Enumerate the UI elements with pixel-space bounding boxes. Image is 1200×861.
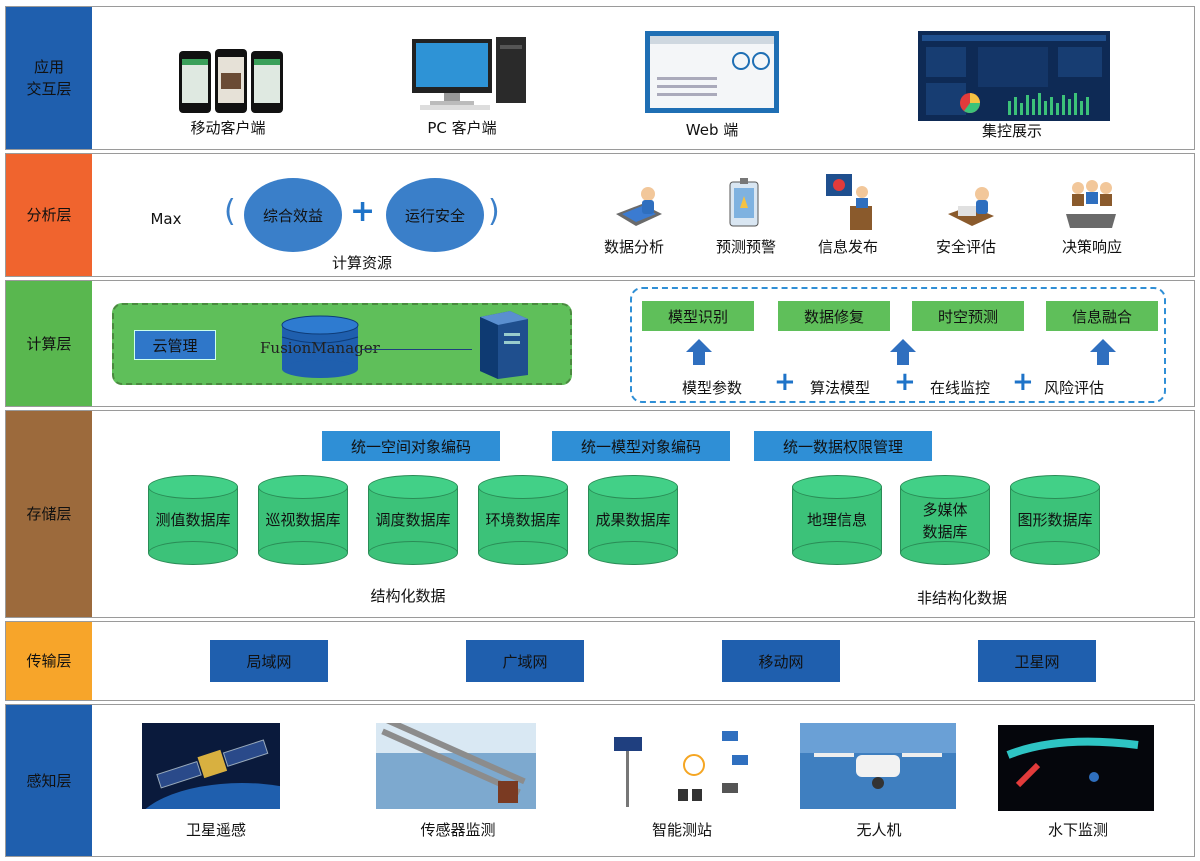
layer-transport: 传输层 局域网 广域网 移动网 卫星网 — [5, 621, 1195, 701]
code-unified-model: 统一模型对象编码 — [552, 431, 730, 461]
analysis-item-decision-response: 决策响应 — [1061, 238, 1123, 256]
arrow-up-icon — [686, 339, 712, 365]
db-inspection: 巡视数据库 — [258, 475, 348, 565]
sensing-item-drone: 无人机 — [856, 821, 902, 839]
left-paren: ( — [224, 194, 236, 229]
code-unified-permission: 统一数据权限管理 — [754, 431, 932, 461]
plus-icon: + — [1012, 367, 1034, 397]
layer-application: 应用 交互层 移动客户端 PC 客户端 Web 端 — [5, 6, 1195, 150]
bubble-operation-safety: 运行安全 — [386, 178, 484, 252]
network-wan: 广域网 — [466, 640, 584, 682]
data-analysis-icon — [616, 187, 662, 226]
input-model-params: 模型参数 — [681, 379, 743, 397]
input-online-monitoring: 在线监控 — [929, 379, 991, 397]
app-item-control-display: 集控展示 — [981, 122, 1043, 140]
analysis-item-data-analysis: 数据分析 — [603, 238, 665, 256]
db-multimedia: 多媒体 数据库 — [900, 475, 990, 565]
forecast-warning-icon — [729, 178, 759, 227]
analysis-item-safety-assessment: 安全评估 — [935, 238, 997, 256]
db-label: 多媒体 数据库 — [922, 501, 968, 541]
decision-response-icon — [1066, 180, 1116, 228]
db-measurement: 测值数据库 — [148, 475, 238, 565]
network-lan: 局域网 — [210, 640, 328, 682]
db-geographic: 地理信息 — [792, 475, 882, 565]
db-results: 成果数据库 — [588, 475, 678, 565]
mobile-phones-icon — [179, 49, 283, 113]
db-label: 环境数据库 — [485, 511, 561, 529]
pc-icon — [412, 37, 526, 110]
connector-line — [362, 349, 472, 350]
cloud-management-box: 云管理 — [134, 330, 216, 360]
network-mobile: 移动网 — [722, 640, 840, 682]
db-graphics: 图形数据库 — [1010, 475, 1100, 565]
layer-label-sensing: 感知层 — [6, 705, 92, 856]
info-release-icon — [826, 174, 872, 230]
layer-sensing: 感知层 卫星遥感 传感器监测 智能测站 无人机 — [5, 704, 1195, 857]
right-paren: ) — [488, 194, 500, 229]
output-spatiotemporal-forecast: 时空预测 — [912, 301, 1024, 331]
control-display-icon — [918, 31, 1110, 121]
layer-analysis: 分析层 Max ( 综合效益 + 运行安全 ) 计算资源 数据分析 预测预警 信… — [5, 153, 1195, 277]
plus-icon: + — [350, 194, 376, 229]
compute-resource-label: 计算资源 — [331, 254, 393, 272]
underwater-image — [998, 725, 1154, 811]
arrow-up-icon — [890, 339, 916, 365]
layer-label-storage: 存储层 — [6, 411, 92, 617]
layer-label-application: 应用 交互层 — [6, 7, 92, 149]
db-label: 巡视数据库 — [265, 511, 341, 529]
sensor-image — [376, 723, 536, 809]
max-label: Max — [150, 210, 182, 228]
database-icon — [281, 315, 359, 378]
sensing-item-smart-station: 智能测站 — [651, 821, 713, 839]
db-label: 调度数据库 — [375, 511, 451, 529]
output-data-repair: 数据修复 — [778, 301, 890, 331]
arrow-up-icon — [1090, 339, 1116, 365]
layer-label-transport: 传输层 — [6, 622, 92, 700]
app-item-pc: PC 客户端 — [427, 119, 497, 137]
sensing-item-sensor: 传感器监测 — [420, 821, 496, 839]
db-label: 图形数据库 — [1017, 511, 1093, 529]
plus-icon: + — [774, 367, 796, 397]
output-info-fusion: 信息融合 — [1046, 301, 1158, 331]
db-environment: 环境数据库 — [478, 475, 568, 565]
model-process-panel — [630, 287, 1166, 403]
server-icon — [480, 311, 528, 379]
db-label: 测值数据库 — [155, 511, 231, 529]
analysis-item-info-release: 信息发布 — [817, 238, 879, 256]
layer-compute: 计算层 云管理 FusionManager 模型识别 数据修复 时空预测 信息融… — [5, 280, 1195, 407]
code-unified-space: 统一空间对象编码 — [322, 431, 500, 461]
db-label: 成果数据库 — [595, 511, 671, 529]
input-algorithm-model: 算法模型 — [809, 379, 871, 397]
structured-data-label: 结构化数据 — [370, 587, 446, 605]
db-dispatch: 调度数据库 — [368, 475, 458, 565]
web-dashboard-icon — [645, 31, 779, 113]
layer-label-compute: 计算层 — [6, 281, 92, 406]
layer-label-analysis: 分析层 — [6, 154, 92, 276]
app-item-web: Web 端 — [685, 121, 739, 139]
bubble-comprehensive-benefit: 综合效益 — [244, 178, 342, 252]
smart-station-image — [602, 723, 762, 809]
analysis-item-forecast-warning: 预测预警 — [715, 238, 777, 256]
layer-storage: 存储层 统一空间对象编码 统一模型对象编码 统一数据权限管理 测值数据库 巡视数… — [5, 410, 1195, 618]
unstructured-data-label: 非结构化数据 — [916, 589, 1008, 607]
safety-assessment-icon — [948, 187, 994, 226]
network-satellite: 卫星网 — [978, 640, 1096, 682]
app-item-mobile: 移动客户端 — [190, 119, 266, 137]
fusion-manager-label: FusionManager — [260, 339, 380, 357]
output-model-recognition: 模型识别 — [642, 301, 754, 331]
sensing-item-underwater: 水下监测 — [1047, 821, 1109, 839]
sensing-item-satellite: 卫星遥感 — [185, 821, 247, 839]
plus-icon: + — [894, 367, 916, 397]
db-label: 地理信息 — [806, 511, 867, 529]
drone-image — [800, 723, 956, 809]
input-risk-assessment: 风险评估 — [1043, 379, 1105, 397]
satellite-image — [142, 723, 280, 809]
